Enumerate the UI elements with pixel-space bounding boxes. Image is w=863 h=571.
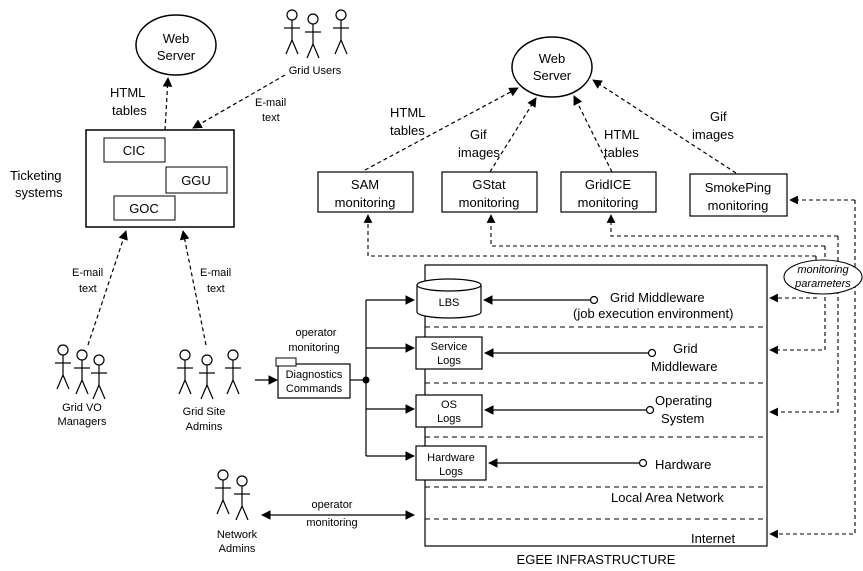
email-text-left-l2: text	[79, 283, 97, 295]
network-admins-label-l1: Network	[217, 529, 258, 541]
grid-middleware-l2: Middleware	[651, 359, 717, 374]
source-connectors	[483, 295, 657, 468]
egee-title: EGEE INFRASTRUCTURE	[517, 552, 676, 567]
svg-text:Logs: Logs	[439, 466, 463, 478]
svg-text:GStat: GStat	[472, 177, 506, 192]
network-admins-figures	[215, 469, 250, 521]
svg-text:Server: Server	[533, 68, 572, 83]
arrow-sam-to-webserver	[364, 87, 519, 171]
diagnostics-commands: Diagnostics Commands	[255, 357, 351, 399]
svg-text:Logs: Logs	[437, 413, 461, 425]
operating-system-l2: System	[661, 411, 704, 426]
monitoring-parameters: monitoring parameters	[783, 259, 863, 295]
email-text-top-l2: text	[262, 112, 280, 124]
ticketing-label-l2: systems	[15, 185, 63, 200]
service-logs-box: Service Logs	[415, 336, 483, 370]
svg-text:SAM: SAM	[351, 177, 379, 192]
gstat-monitoring-box: GStat monitoring	[441, 171, 538, 213]
hardware-logs-box: Hardware Logs	[415, 445, 487, 481]
gif-images-gstat-l1: Gif	[470, 127, 487, 142]
web-server-right: Web Server	[511, 36, 593, 98]
grid-users-figures	[284, 9, 349, 59]
email-text-right-l1: E-mail	[200, 267, 231, 279]
goc-label: GOC	[129, 201, 159, 216]
grid-site-admins-figures	[177, 349, 241, 400]
grid-users-label: Grid Users	[289, 65, 342, 77]
svg-text:SmokePing: SmokePing	[705, 180, 771, 195]
svg-text:LBS: LBS	[439, 297, 460, 309]
grid-vo-label-l2: Managers	[58, 416, 107, 428]
operator-monitoring-top-l2: monitoring	[288, 342, 339, 354]
email-text-top-l1: E-mail	[255, 97, 286, 109]
operator-monitoring-bottom-l1: operator	[312, 499, 353, 511]
svg-text:Web: Web	[163, 31, 190, 46]
html-tables-sam-l2: tables	[390, 123, 425, 138]
lan-label: Local Area Network	[611, 490, 724, 505]
svg-text:Diagnostics: Diagnostics	[286, 369, 343, 381]
svg-text:GridICE: GridICE	[585, 177, 632, 192]
svg-text:monitoring: monitoring	[459, 195, 520, 210]
arrow-users-to-ticketing	[192, 74, 286, 129]
os-logs-box: OS Logs	[415, 394, 483, 428]
html-tables-gridice-l2: tables	[604, 145, 639, 160]
sam-monitoring-box: SAM monitoring	[317, 171, 414, 213]
hardware-label: Hardware	[655, 457, 711, 472]
arrow-vo-to-ticketing	[87, 230, 128, 346]
grid-middleware-job-l1: Grid Middleware	[610, 290, 705, 305]
operator-monitoring-top-l1: operator	[296, 327, 337, 339]
svg-text:Web: Web	[539, 51, 566, 66]
svg-text:Logs: Logs	[437, 355, 461, 367]
svg-text:Service: Service	[431, 341, 468, 353]
operator-monitoring-bottom-l2: monitoring	[306, 517, 357, 529]
arrow-siteadmins-to-ticketing	[180, 230, 207, 346]
email-text-left-l1: E-mail	[72, 267, 103, 279]
smokeping-monitoring-box: SmokePing monitoring	[689, 173, 788, 217]
lbs-database: LBS	[416, 278, 482, 319]
grid-middleware-l1: Grid	[673, 341, 698, 356]
internet-label: Internet	[691, 531, 735, 546]
html-tables-gridice-l1: HTML	[604, 127, 639, 142]
arrow-ticketing-to-webserver	[162, 77, 173, 131]
grid-site-admins-label-l2: Admins	[186, 421, 223, 433]
gridice-monitoring-box: GridICE monitoring	[560, 171, 657, 213]
arrow-smokeping-to-webserver	[592, 79, 737, 174]
html-tables-sam-l1: HTML	[390, 105, 425, 120]
ticketing-label-l1: Ticketing	[10, 168, 62, 183]
svg-text:monitoring: monitoring	[708, 198, 769, 213]
email-text-right-l2: text	[207, 283, 225, 295]
gif-images-gstat-l2: images	[458, 145, 500, 160]
arrow-gridice-to-webserver	[573, 95, 613, 173]
svg-text:monitoring: monitoring	[578, 195, 639, 210]
cic-label: CIC	[123, 143, 145, 158]
grid-vo-managers-figures	[55, 344, 107, 400]
gif-images-smokeping-l2: images	[692, 127, 734, 142]
svg-text:monitoring: monitoring	[797, 264, 849, 276]
web-server-left: Web Server	[135, 14, 217, 76]
grid-middleware-job-l2: (job execution environment)	[573, 306, 733, 321]
operating-system-l1: Operating	[655, 393, 712, 408]
network-admins-label-l2: Admins	[219, 543, 256, 555]
gif-images-smokeping-l1: Gif	[710, 109, 727, 124]
html-tables-left-l2: tables	[112, 103, 147, 118]
grid-vo-label-l1: Grid VO	[62, 402, 102, 414]
grid-site-admins-label-l1: Grid Site	[183, 406, 226, 418]
ggu-label: GGU	[181, 173, 211, 188]
svg-text:Commands: Commands	[286, 383, 343, 395]
svg-text:parameters: parameters	[794, 278, 851, 290]
svg-text:Server: Server	[157, 48, 196, 63]
ticketing-systems: CIC GGU GOC	[85, 129, 235, 228]
svg-text:OS: OS	[441, 399, 457, 411]
arrow-gstat-to-webserver	[489, 97, 537, 173]
svg-text:Hardware: Hardware	[427, 452, 475, 464]
html-tables-left-l1: HTML	[110, 85, 145, 100]
svg-text:monitoring: monitoring	[335, 195, 396, 210]
